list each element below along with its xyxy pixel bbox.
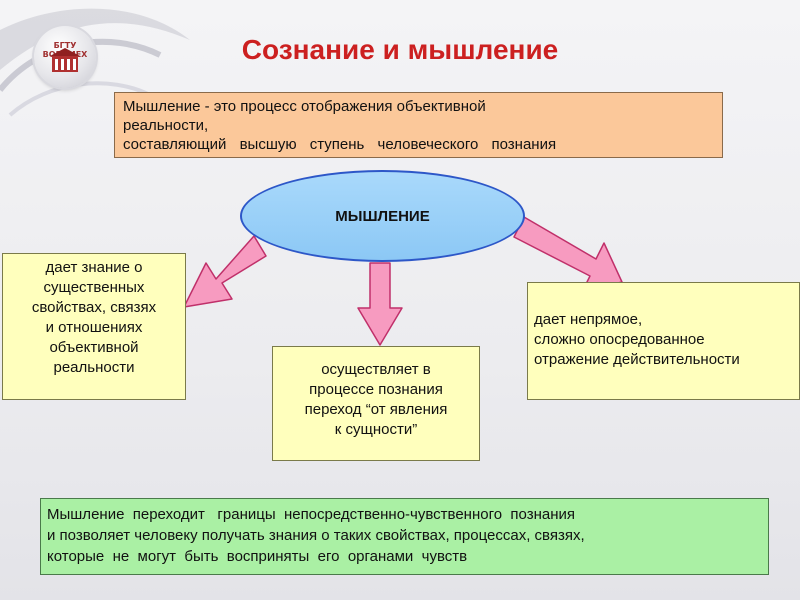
left-box-line: дает знание о — [45, 259, 143, 276]
middle-info-box: осуществляет в процессе познания переход… — [272, 346, 480, 461]
bottom-box-line: Мышление переходит границы непосредствен… — [47, 506, 575, 523]
bottom-summary-box: Мышление переходит границы непосредствен… — [40, 498, 769, 575]
center-node-thinking: МЫШЛЕНИЕ — [240, 170, 525, 262]
right-box-line: отражение действительности — [534, 351, 740, 368]
bottom-box-line: которые не могут быть восприняты его орг… — [47, 548, 468, 565]
university-logo: БГТУ ВОЕНМЕХ — [34, 26, 96, 88]
middle-box-line: к сущности” — [334, 421, 418, 438]
right-box-line: дает непрямое, — [534, 311, 643, 328]
definition-line: Мышление - это процесс отображения объек… — [123, 98, 486, 115]
arrow-to-right-box — [513, 216, 623, 293]
left-box-line: реальности — [53, 359, 135, 376]
building-icon — [50, 48, 80, 72]
middle-box-line: осуществляет в — [321, 361, 431, 378]
arrow-to-left-box — [183, 235, 267, 308]
middle-box-line: процессе познания — [309, 381, 443, 398]
definition-line: составляющий высшую ступень человеческог… — [123, 136, 557, 153]
bottom-box-line: и позволяет человеку получать знания о т… — [47, 527, 585, 544]
middle-box-line: переход “от явления — [304, 401, 448, 418]
definition-box: Мышление - это процесс отображения объек… — [114, 92, 723, 158]
left-box-line: и отношениях — [45, 319, 143, 336]
right-box-line: сложно опосредованное — [534, 331, 705, 348]
slide-title: Сознание и мышление — [241, 34, 559, 65]
left-info-box: дает знание о существенных свойствах, св… — [2, 253, 186, 400]
definition-line: реальности, — [123, 117, 209, 134]
arrow-to-middle-box — [357, 262, 403, 346]
left-box-line: свойствах, связях — [31, 299, 157, 316]
left-box-line: объективной — [49, 339, 139, 356]
left-box-line: существенных — [43, 279, 145, 296]
right-info-box: дает непрямое, сложно опосредованное отр… — [527, 282, 800, 400]
